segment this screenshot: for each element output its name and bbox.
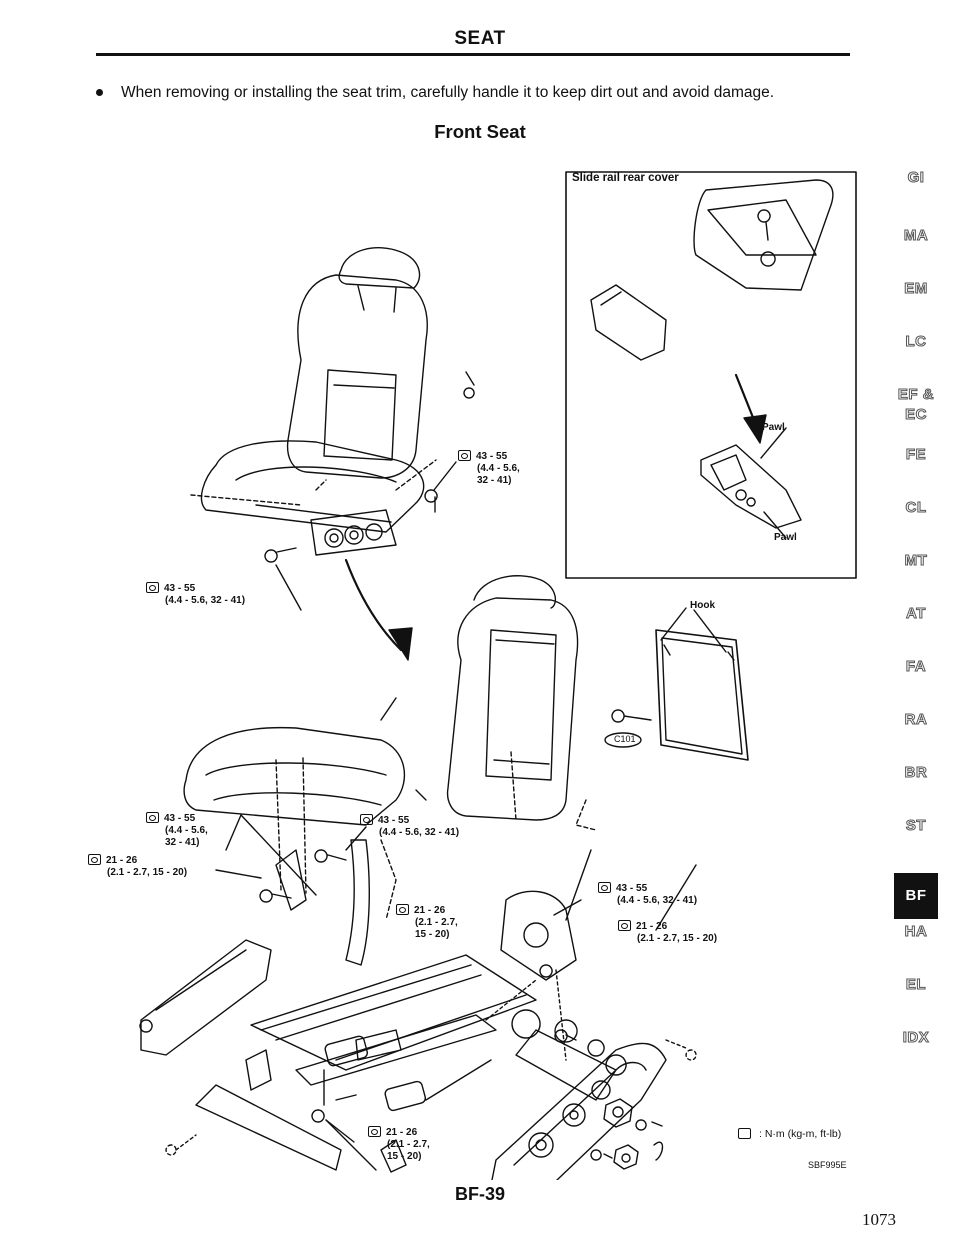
torque-label: 43 - 55 (4.4 - 5.6, 32 - 41) xyxy=(146,812,208,849)
tab-br[interactable]: BR xyxy=(904,764,928,782)
seat-diagram-drawing xyxy=(139,171,857,1180)
torque-wrench-icon xyxy=(368,1126,381,1137)
pawl-label-2: Pawl xyxy=(774,532,797,543)
torque-wrench-icon xyxy=(146,582,159,593)
header-rule xyxy=(96,53,850,56)
connector-label: C101 xyxy=(614,734,636,744)
intro-note: When removing or installing the seat tri… xyxy=(96,84,774,102)
tab-el[interactable]: EL xyxy=(905,976,927,994)
tab-bf-active[interactable]: BF xyxy=(894,873,938,919)
tab-idx[interactable]: IDX xyxy=(902,1029,930,1047)
torque-wrench-icon xyxy=(360,814,373,825)
torque-label: 43 - 55 (4.4 - 5.6, 32 - 41) xyxy=(458,450,520,487)
bullet-icon xyxy=(96,89,103,97)
page-number: 1073 xyxy=(862,1210,896,1229)
torque-wrench-icon xyxy=(396,904,409,915)
torque-legend: : N·m (kg-m, ft-lb) xyxy=(738,1128,841,1140)
tab-em[interactable]: EM xyxy=(904,280,928,298)
torque-wrench-icon xyxy=(88,854,101,865)
torque-label: 43 - 55 (4.4 - 5.6, 32 - 41) xyxy=(146,582,245,607)
torque-label: 21 - 26 (2.1 - 2.7, 15 - 20) xyxy=(88,854,187,879)
figure-code: SBF995E xyxy=(808,1160,847,1170)
torque-label: 21 - 26 (2.1 - 2.7, 15 - 20) xyxy=(618,920,717,945)
intro-text: When removing or installing the seat tri… xyxy=(121,84,775,101)
section-index-tabs: GI MA EM LC EF & EC FE CL MT AT FA RA BR… xyxy=(886,168,946,1081)
torque-label: 43 - 55 (4.4 - 5.6, 32 - 41) xyxy=(598,882,697,907)
tab-ha[interactable]: HA xyxy=(904,923,928,941)
tab-mt[interactable]: MT xyxy=(904,552,928,570)
page-code: BF-39 xyxy=(454,1184,505,1204)
tab-fa[interactable]: FA xyxy=(905,658,927,676)
tab-ef[interactable]: EF & xyxy=(897,386,935,404)
tab-st[interactable]: ST xyxy=(905,817,927,835)
page-title: SEAT xyxy=(454,28,506,49)
tab-at[interactable]: AT xyxy=(906,605,926,623)
seat-exploded-diagram: Slide rail rear cover Pawl Pawl Hook C10… xyxy=(88,160,876,1180)
section-title: Front Seat xyxy=(434,121,526,142)
pawl-label-1: Pawl xyxy=(762,422,785,433)
torque-label: 43 - 55 (4.4 - 5.6, 32 - 41) xyxy=(360,814,459,839)
tab-lc[interactable]: LC xyxy=(905,333,927,351)
torque-label: 21 - 26 (2.1 - 2.7, 15 - 20) xyxy=(368,1126,430,1163)
torque-label: 21 - 26 (2.1 - 2.7, 15 - 20) xyxy=(396,904,458,941)
torque-wrench-icon xyxy=(738,1128,751,1139)
tab-cl[interactable]: CL xyxy=(905,499,927,517)
torque-wrench-icon xyxy=(598,882,611,893)
torque-wrench-icon xyxy=(458,450,471,461)
torque-wrench-icon xyxy=(146,812,159,823)
tab-ec[interactable]: EC xyxy=(905,406,927,424)
hook-label: Hook xyxy=(690,600,715,611)
tab-gi[interactable]: GI xyxy=(907,169,925,187)
tab-ra[interactable]: RA xyxy=(904,711,928,729)
torque-wrench-icon xyxy=(618,920,631,931)
inset-title: Slide rail rear cover xyxy=(572,172,679,184)
tab-fe[interactable]: FE xyxy=(905,446,927,464)
tab-ma[interactable]: MA xyxy=(903,227,929,245)
